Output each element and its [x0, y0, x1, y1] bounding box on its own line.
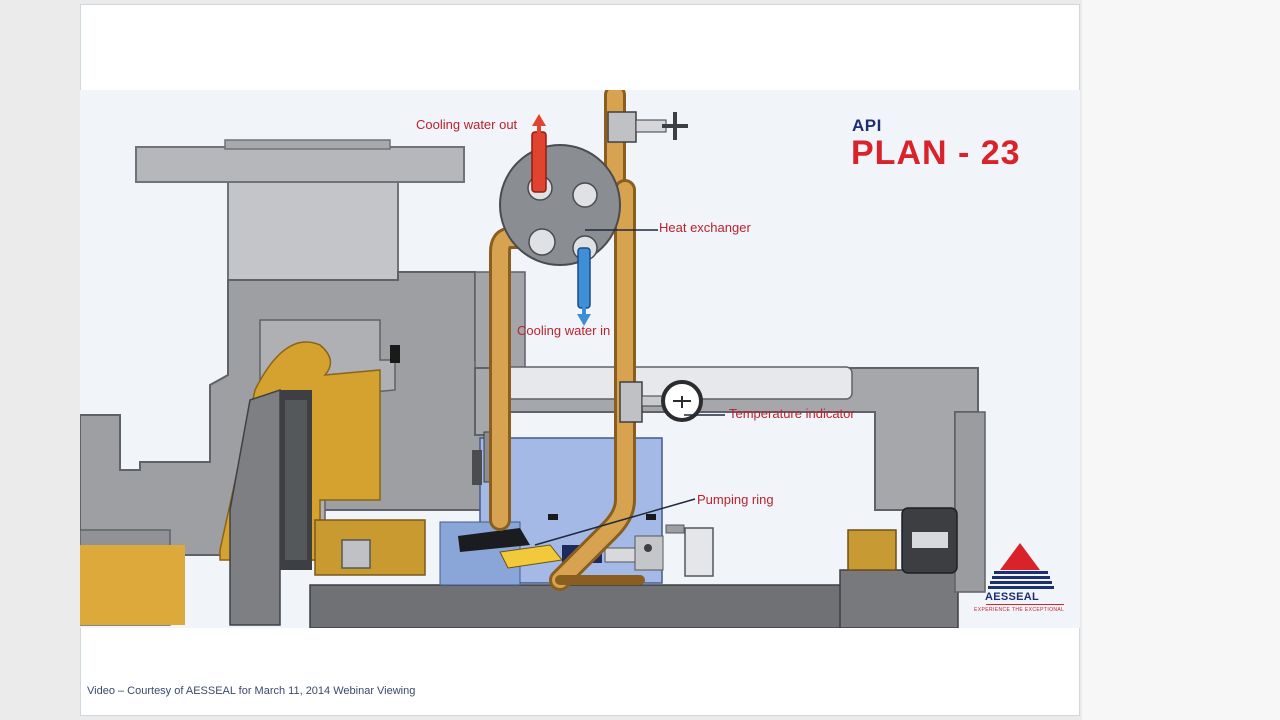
bearing [847, 507, 958, 574]
cooling-water-out-label: Cooling water out [416, 117, 518, 132]
cooling-water-in-label: Cooling water in [517, 323, 611, 338]
plan23-diagram [80, 90, 1080, 628]
aesseal-logo-tagline: EXPERIENCE THE EXCEPTIONAL [974, 607, 1065, 613]
impeller [229, 388, 371, 626]
cooling-water-in-line [577, 247, 591, 326]
pump-shaft [309, 569, 959, 628]
aesseal-logo-text: AESSEAL [985, 591, 1040, 603]
cooling-water-out-line [531, 114, 547, 193]
video-credit: Video – Courtesy of AESSEAL for March 11… [87, 685, 416, 697]
title-main: PLAN - 23 [851, 134, 1021, 172]
right-background [1082, 0, 1280, 720]
suction-flange [135, 139, 465, 281]
vent-valve [607, 111, 688, 143]
title-prefix: API [852, 116, 882, 135]
heat-exchanger [499, 144, 621, 266]
pumping-ring-label: Pumping ring [697, 492, 774, 507]
temperature-indicator-label: Temperature indicator [729, 406, 855, 421]
aesseal-logo-mark [986, 543, 1064, 605]
leader-lines [534, 229, 725, 546]
heat-exchanger-label: Heat exchanger [659, 220, 751, 235]
bearing-bracket [474, 366, 986, 593]
temperature-indicator [619, 380, 703, 423]
